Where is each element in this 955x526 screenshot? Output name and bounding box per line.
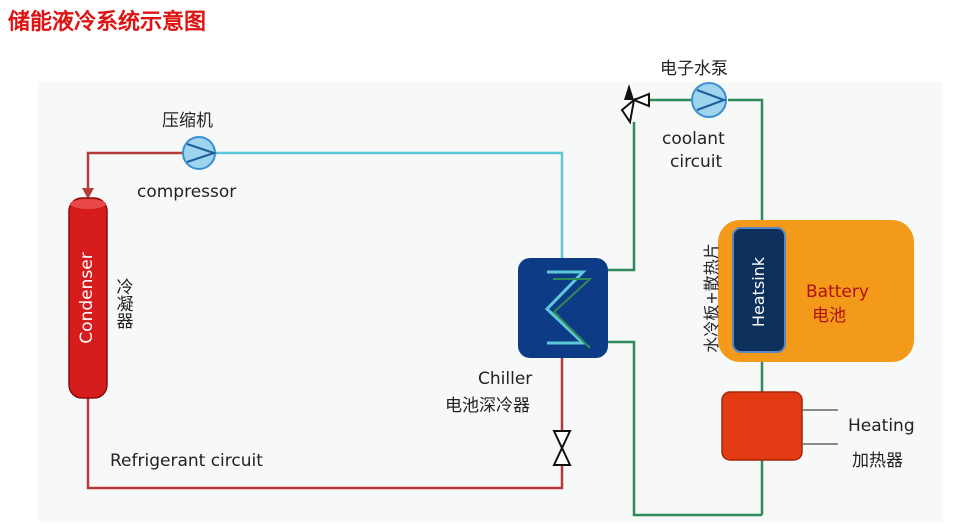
- compressor-label-cn: 压缩机: [162, 111, 213, 131]
- heater-leads: [802, 409, 838, 445]
- coolant-circuit-label-line2: circuit: [670, 152, 723, 172]
- suction-line: [216, 151, 564, 258]
- coolant-circuit-label-line1: coolant: [662, 129, 725, 149]
- pump-icon: [691, 82, 727, 118]
- pump-label-cn: 电子水泵: [660, 59, 728, 79]
- compressor-label-en: compressor: [137, 182, 237, 202]
- refrigerant-lines: [86, 151, 564, 490]
- heatsink-label: Heatsink: [748, 256, 768, 328]
- battery-label-en: Battery: [806, 282, 869, 302]
- chiller-label-cn: 电池深冷器: [445, 396, 530, 416]
- heatsink-icon: [732, 227, 786, 353]
- page-title: 储能液冷系统示意图: [8, 10, 207, 35]
- battery-label-cn: 电池: [812, 306, 846, 326]
- compressor-icon: [182, 136, 218, 170]
- condenser-label-en: Condenser: [77, 252, 98, 344]
- cold-plate-label: 水冷板+散热片: [701, 243, 721, 353]
- arrow-head-icon: [82, 188, 94, 199]
- condenser-label-cn: 冷凝器: [112, 278, 133, 329]
- coolant-lines: [607, 98, 764, 517]
- heating-label-en: Heating: [848, 416, 915, 436]
- heater-icon: [721, 391, 803, 461]
- condenser-icon: [68, 197, 108, 399]
- chiller-icon: [518, 258, 608, 358]
- expansion-valve-icon: [552, 430, 572, 466]
- heating-label-cn: 加热器: [852, 451, 903, 471]
- three-way-valve-icon: [620, 84, 650, 125]
- refrigerant-circuit-label: Refrigerant circuit: [110, 451, 263, 471]
- chiller-label-en: Chiller: [478, 369, 533, 389]
